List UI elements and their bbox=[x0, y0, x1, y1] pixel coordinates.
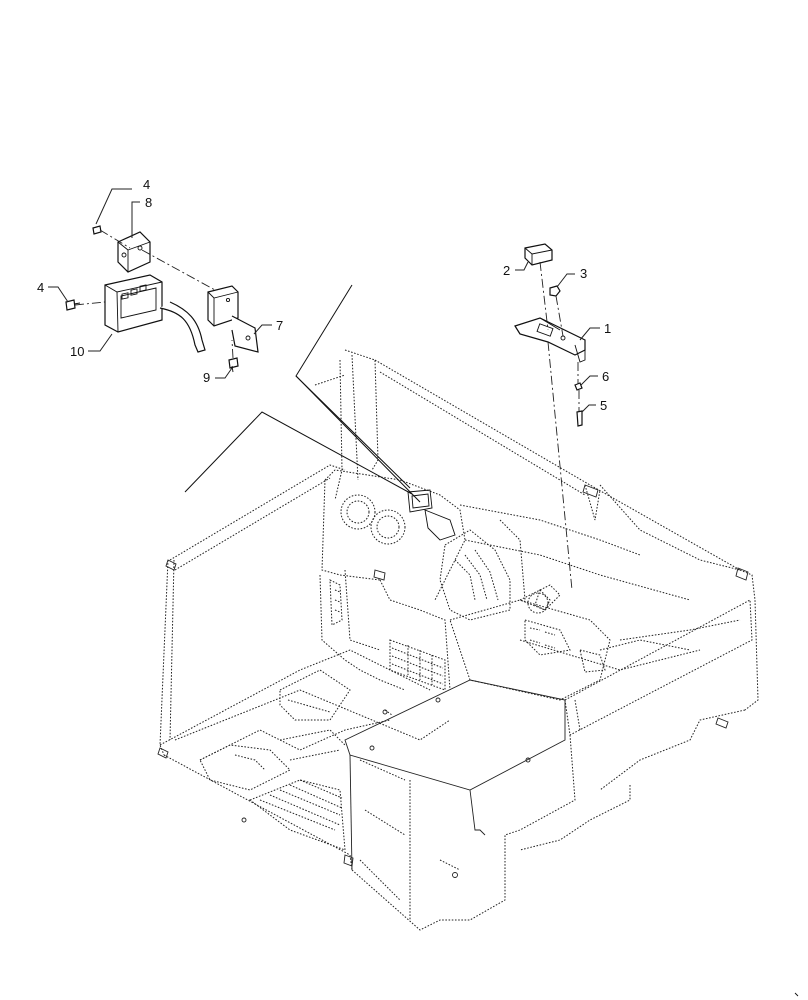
callout-labels: 4 8 4 10 7 9 2 3 1 6 5 bbox=[37, 177, 611, 413]
display-10 bbox=[104, 274, 206, 353]
display-assembly bbox=[65, 225, 259, 373]
installed-display-location bbox=[407, 489, 456, 541]
washer-6 bbox=[574, 382, 583, 391]
switch-assembly bbox=[514, 243, 586, 591]
callout-8: 8 bbox=[145, 195, 152, 210]
callout-3: 3 bbox=[580, 266, 587, 281]
screw-9 bbox=[228, 357, 239, 373]
screw-5 bbox=[576, 410, 583, 427]
callout-2: 2 bbox=[503, 263, 510, 278]
bracket-8 bbox=[117, 231, 151, 273]
callout-5: 5 bbox=[600, 398, 607, 413]
callout-4-top: 4 bbox=[143, 177, 150, 192]
callout-10: 10 bbox=[70, 344, 84, 359]
bracket-1 bbox=[514, 317, 586, 363]
screw-4-top bbox=[92, 225, 102, 235]
nut-3 bbox=[549, 285, 561, 297]
screw-4-left bbox=[65, 299, 81, 311]
callout-1: 1 bbox=[604, 321, 611, 336]
callout-6: 6 bbox=[602, 369, 609, 384]
dash-gauges bbox=[340, 494, 549, 614]
callout-leaders bbox=[48, 188, 600, 413]
bracket-7 bbox=[207, 285, 259, 353]
corner-mark bbox=[794, 992, 799, 997]
cab-outline bbox=[159, 349, 759, 931]
reference-lines bbox=[184, 284, 421, 503]
callout-7: 7 bbox=[276, 318, 283, 333]
callout-4-left: 4 bbox=[37, 280, 44, 295]
callout-9: 9 bbox=[203, 370, 210, 385]
switch-2 bbox=[524, 243, 553, 266]
cab-fasteners bbox=[157, 484, 749, 878]
